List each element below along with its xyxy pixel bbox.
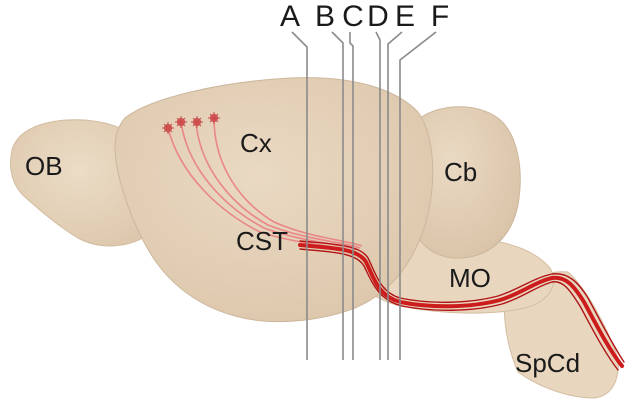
plane-label-a: A: [280, 0, 300, 33]
plane-label-b: B: [315, 0, 335, 33]
region-label-cb: Cb: [444, 157, 477, 187]
cortex-shape: [115, 78, 433, 322]
plane-label-f: F: [431, 0, 449, 33]
plane-label-e: E: [395, 0, 415, 33]
region-label-ob: OB: [25, 151, 63, 181]
region-label-mo: MO: [449, 263, 491, 293]
region-label-spcd: SpCd: [515, 348, 580, 378]
plane-label-d: D: [367, 0, 389, 33]
region-label-cst: CST: [236, 226, 288, 256]
region-label-cx: Cx: [240, 128, 272, 158]
plane-label-c: C: [342, 0, 364, 33]
